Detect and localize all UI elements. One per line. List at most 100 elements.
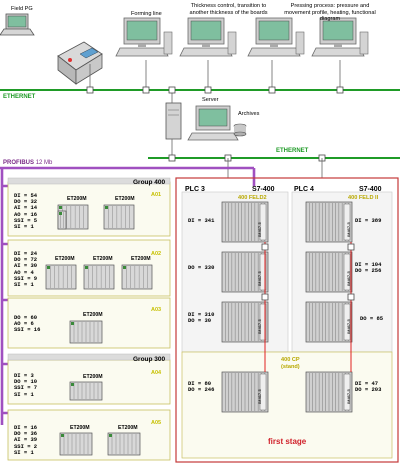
et200m-label: ET200M — [55, 256, 75, 262]
rack-led — [59, 212, 62, 215]
group-400-title: Group 400 — [133, 179, 166, 186]
group-a05-signals: DI = 16 DO = 36 AI = 39 SSI = 2 SI = 1 — [14, 424, 38, 456]
rack-led — [123, 266, 126, 269]
rack-body — [121, 264, 153, 290]
server-tower — [165, 102, 182, 140]
rack-icon — [69, 320, 103, 344]
group-id-a02: A02 — [151, 251, 162, 257]
keyboard — [179, 47, 233, 57]
forming-line-label: Forming line — [131, 11, 162, 17]
im467-label: IM467-5 — [346, 319, 351, 334]
workstation-icon — [115, 17, 173, 57]
rack-icon — [221, 371, 269, 413]
plc3-rack4-signals: DI = 80 DO = 246 — [188, 380, 215, 394]
ethernet-label-top: ETHERNET — [3, 94, 36, 100]
plc3-rack1-signals: DI = 341 — [188, 217, 215, 224]
link-node — [261, 243, 269, 251]
archives-label: Archives — [238, 111, 260, 117]
monitor-neck — [270, 44, 278, 47]
tower — [359, 31, 369, 55]
rack-led — [85, 266, 88, 269]
workstation-icon — [247, 17, 305, 57]
rack-icon — [107, 432, 141, 456]
plc4-cpu-label: 400 FELD II — [348, 195, 379, 201]
group-a01-signals: DI = 54 DO = 32 AI = 14 AO = 16 SSI = 5 … — [14, 192, 38, 231]
im467-label: IM467-5 — [346, 222, 351, 237]
plc-im-module — [259, 203, 267, 241]
plc4-rack2-signals: DI = 104 DO = 256 — [355, 261, 382, 275]
pressing-process-label: Pressing process: pressure and movement … — [284, 3, 376, 22]
plc3-rack3-signals: DI = 310 DO = 30 — [188, 311, 215, 325]
group-a04-signals: DI = 3 DO = 10 SSI = 7 SI = 1 — [14, 372, 38, 398]
rack-led — [47, 266, 50, 269]
im467-label: IM467-5 — [257, 222, 262, 237]
panel-button — [68, 58, 72, 62]
group-id-a03: A03 — [151, 307, 162, 313]
im467-label: IM467-5 — [257, 271, 262, 286]
ethernet-node — [336, 86, 344, 94]
plc-im-module — [259, 303, 267, 341]
plc3-rack2-signals: DO = 330 — [188, 264, 215, 271]
ethernet-node — [168, 154, 176, 162]
first-stage-label: first stage — [268, 437, 307, 446]
archive-disk-body — [234, 126, 246, 134]
et200m-label: ET200M — [115, 196, 135, 202]
ethernet-node — [142, 86, 150, 94]
plc3-type: S7-400 — [252, 186, 275, 193]
rack-led — [109, 434, 112, 437]
group-a03-signals: DO = 60 AO = 6 SSI = 16 — [14, 314, 41, 334]
link-node — [347, 293, 355, 301]
thickness-control-label: Thickness control, transition to another… — [189, 3, 268, 16]
tower — [227, 31, 237, 55]
keyboard — [115, 47, 169, 57]
group-400-header — [7, 177, 171, 185]
rack-icon — [221, 251, 269, 293]
plc4-name: PLC 4 — [294, 186, 314, 193]
server-screen — [198, 108, 228, 127]
monitor-screen — [190, 20, 222, 41]
rack-icon — [57, 210, 67, 230]
monitor-screen — [126, 20, 158, 41]
cp-panel — [181, 351, 393, 459]
rack-icon — [305, 251, 353, 293]
plc-im-module — [259, 253, 267, 291]
laptop-screen — [7, 15, 27, 28]
tower — [163, 31, 173, 55]
rack-icon — [305, 301, 353, 343]
im467-label: IM467-5 — [346, 271, 351, 286]
keyboard — [311, 47, 365, 57]
archive-disk — [233, 131, 247, 137]
keyboard — [247, 47, 301, 57]
rack-led — [71, 322, 74, 325]
plc-im-module — [343, 203, 351, 241]
group-a02-signals: DI = 24 DO = 72 AI = 30 AO = 4 SSI = 9 S… — [14, 250, 38, 289]
workstation-icon — [311, 17, 369, 57]
panel-front — [75, 53, 103, 85]
group-300-title: Group 300 — [133, 356, 166, 363]
et200m-label: ET200M — [70, 425, 90, 431]
group-id-a05: A05 — [151, 420, 162, 426]
rack-icon — [59, 432, 93, 456]
plc4-rack1-signals: DI = 389 — [355, 217, 382, 224]
ethernet-node — [86, 86, 94, 94]
rack-icon — [83, 264, 115, 290]
laptop-icon — [0, 13, 35, 36]
rack-led — [105, 206, 108, 209]
rack-body — [103, 204, 135, 230]
tower — [295, 31, 305, 55]
rack-body — [57, 210, 67, 230]
monitor-neck — [202, 44, 210, 47]
rack-icon — [45, 264, 77, 290]
panel-device-icon — [57, 41, 103, 85]
rack-body — [45, 264, 77, 290]
plc3-name: PLC 3 — [185, 186, 205, 193]
field-pg-label: Field PG — [11, 6, 33, 12]
plc-im-module — [343, 253, 351, 291]
plc-im-module — [343, 303, 351, 341]
plc4-type: S7-400 — [359, 186, 382, 193]
rack-led — [71, 383, 74, 386]
rack-icon — [121, 264, 153, 290]
plc4-rack4-signals: DI = 47 DO = 203 — [355, 380, 382, 394]
